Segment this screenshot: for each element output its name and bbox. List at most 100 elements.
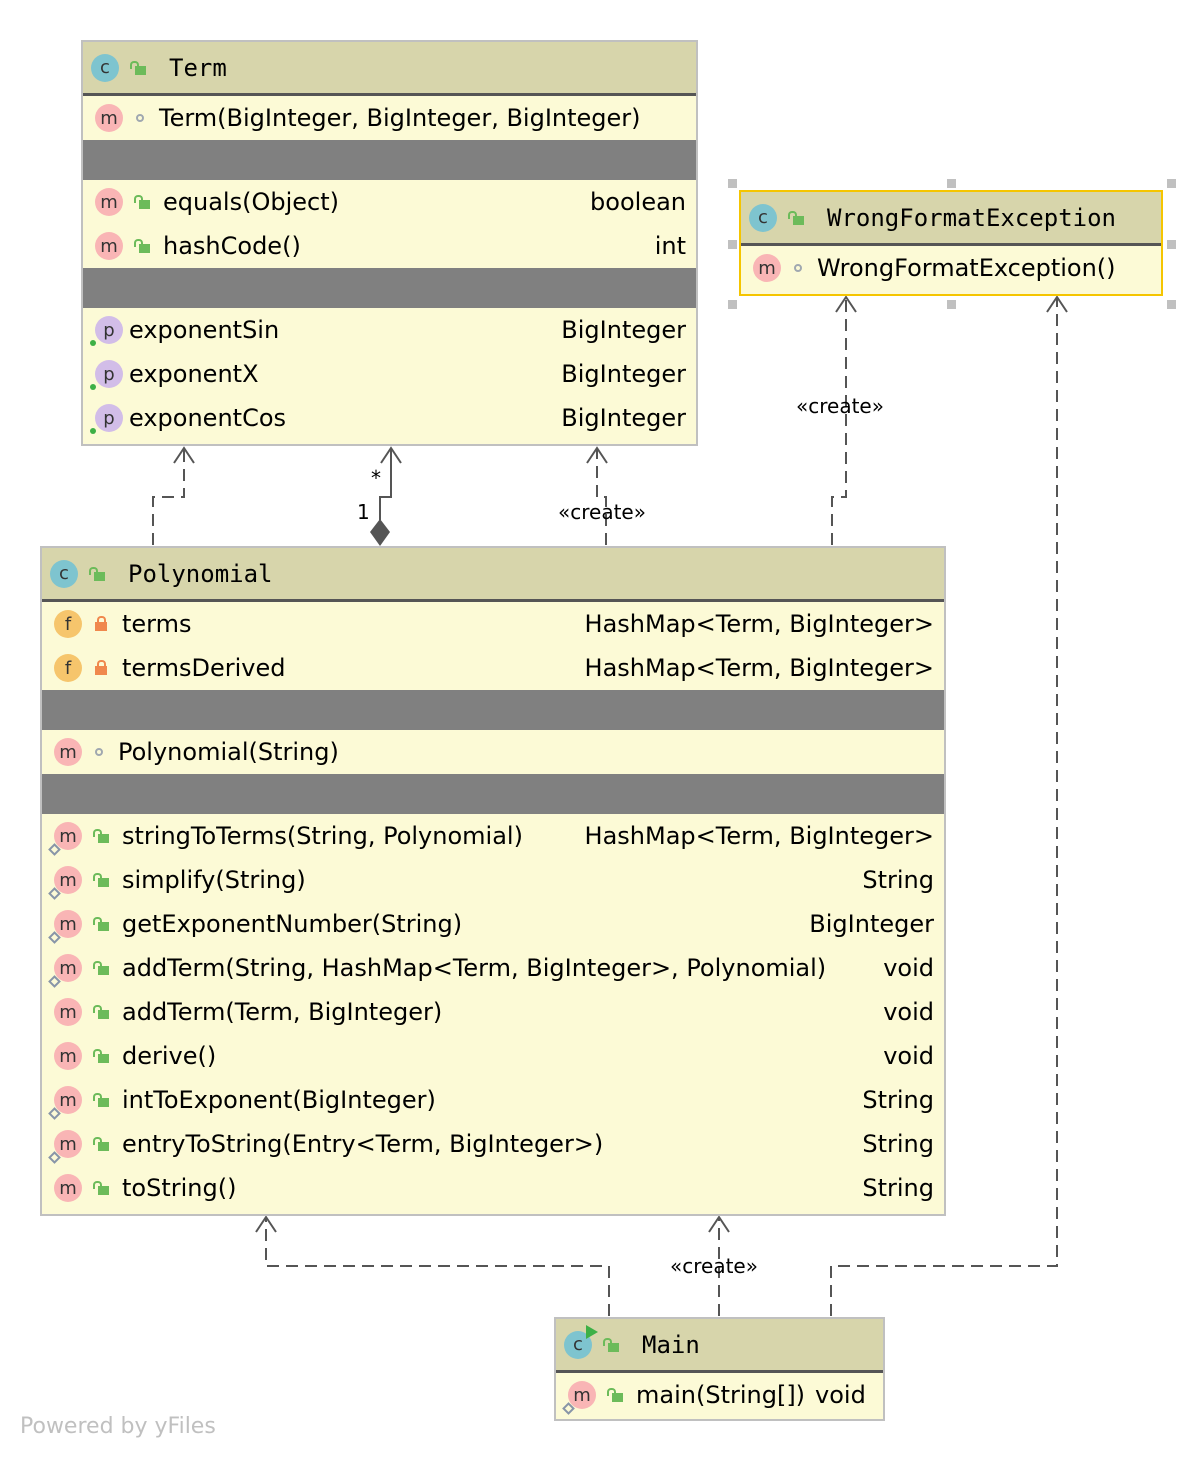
property-row[interactable]: p exponentX BigInteger xyxy=(83,352,696,396)
member-name: derive() xyxy=(122,1042,217,1070)
class-polynomial[interactable]: c Polynomial f terms HashMap<Term, BigIn… xyxy=(40,546,946,1216)
class-term[interactable]: c Term m Term(BigInteger, BigInteger, Bi… xyxy=(81,40,698,446)
method-list: m stringToTerms(String, Polynomial) HashMa… xyxy=(42,814,944,1210)
target-multiplicity: * xyxy=(371,466,381,490)
class-wrong-format-exception[interactable]: c WrongFormatException m WrongFormatExce… xyxy=(739,190,1163,296)
public-icon xyxy=(92,1003,110,1021)
member-name: terms xyxy=(122,610,192,638)
section-separator xyxy=(83,268,696,308)
member-name: toString() xyxy=(122,1174,237,1202)
resize-handle[interactable] xyxy=(728,179,737,188)
public-icon xyxy=(133,237,151,255)
member-name: addTerm(String, HashMap<Term, BigInteger… xyxy=(122,954,827,982)
field-row[interactable]: f terms HashMap<Term, BigInteger> xyxy=(42,602,944,646)
method-icon: m xyxy=(54,1174,82,1202)
resize-handle[interactable] xyxy=(728,300,737,309)
resize-handle[interactable] xyxy=(1167,179,1176,188)
member-name: entryToString(Entry<Term, BigInteger>) xyxy=(122,1130,604,1158)
member-name: exponentSin xyxy=(129,316,280,344)
member-name: termsDerived xyxy=(122,654,286,682)
property-row[interactable]: p exponentSin BigInteger xyxy=(83,308,696,352)
static-method-icon: m xyxy=(562,1381,596,1415)
method-row[interactable]: m stringToTerms(String, Polynomial) HashMa… xyxy=(42,814,944,858)
class-header[interactable]: c WrongFormatException xyxy=(741,192,1161,246)
class-name: Main xyxy=(642,1330,700,1359)
member-type: boolean xyxy=(590,188,686,216)
powered-by-footer: Powered by yFiles xyxy=(20,1414,216,1439)
constructor-row[interactable]: m Term(BigInteger, BigInteger, BigIntege… xyxy=(83,96,696,140)
method-row[interactable]: m main(String[]) void xyxy=(556,1373,883,1417)
class-run-icon: c xyxy=(564,1324,598,1359)
class-name: Polynomial xyxy=(128,559,273,588)
edge-main-wfe-dependency xyxy=(830,298,1058,1316)
member-type: String xyxy=(862,1130,934,1158)
section-separator xyxy=(83,140,696,180)
member-name: addTerm(Term, BigInteger) xyxy=(122,998,443,1026)
public-icon xyxy=(92,915,110,933)
method-row[interactable]: m hashCode() int xyxy=(83,224,696,268)
member-name: equals(Object) xyxy=(163,188,339,216)
property-row[interactable]: p exponentCos BigInteger xyxy=(83,396,696,440)
member-type: HashMap<Term, BigInteger> xyxy=(584,654,934,682)
edge-main-polynomial-dependency xyxy=(265,1218,610,1316)
resize-handle[interactable] xyxy=(947,179,956,188)
package-private-icon xyxy=(793,259,803,277)
edge-label-create: «create» xyxy=(558,500,646,524)
member-type: BigInteger xyxy=(561,360,686,388)
public-icon xyxy=(92,1179,110,1197)
static-method-icon: m xyxy=(48,1130,82,1164)
method-row[interactable]: m entryToString(Entry<Term, BigInteger>) S… xyxy=(42,1122,944,1166)
arrowhead xyxy=(255,1215,277,1233)
method-icon: m xyxy=(753,254,781,282)
resize-handle[interactable] xyxy=(947,300,956,309)
method-icon: m xyxy=(54,738,82,766)
member-name: stringToTerms(String, Polynomial) xyxy=(122,822,523,850)
public-icon xyxy=(92,1091,110,1109)
property-icon: p xyxy=(90,360,123,390)
member-type: BigInteger xyxy=(561,404,686,432)
constructor-row[interactable]: m Polynomial(String) xyxy=(42,730,944,774)
member-name: exponentCos xyxy=(129,404,287,432)
member-name: main(String[]) xyxy=(636,1381,806,1409)
class-name: Term xyxy=(169,53,227,82)
private-icon xyxy=(92,615,110,633)
member-type: HashMap<Term, BigInteger> xyxy=(584,610,934,638)
member-type: HashMap<Term, BigInteger> xyxy=(584,822,934,850)
resize-handle[interactable] xyxy=(728,240,737,249)
public-icon xyxy=(602,1336,620,1354)
resize-handle[interactable] xyxy=(1167,300,1176,309)
static-method-icon: m xyxy=(48,1086,82,1120)
source-multiplicity: 1 xyxy=(357,500,370,524)
public-icon xyxy=(88,565,106,583)
resize-handle[interactable] xyxy=(1167,240,1176,249)
member-type: void xyxy=(815,1381,866,1409)
class-header[interactable]: c Term xyxy=(83,42,696,96)
member-type: BigInteger xyxy=(809,910,934,938)
method-icon: m xyxy=(54,1042,82,1070)
method-row[interactable]: m addTerm(String, HashMap<Term, BigIntege… xyxy=(42,946,944,990)
constructor-row[interactable]: m WrongFormatException() xyxy=(741,246,1161,290)
class-header[interactable]: c Polynomial xyxy=(42,548,944,602)
member-name: exponentX xyxy=(129,360,259,388)
member-type: String xyxy=(862,866,934,894)
class-main[interactable]: c Main m main(String[]) void xyxy=(554,1317,885,1421)
public-icon xyxy=(92,1135,110,1153)
static-method-icon: m xyxy=(48,954,82,988)
member-name: simplify(String) xyxy=(122,866,306,894)
static-method-icon: m xyxy=(48,910,82,944)
field-row[interactable]: f termsDerived HashMap<Term, BigInteger> xyxy=(42,646,944,690)
method-icon: m xyxy=(95,232,123,260)
public-icon xyxy=(92,871,110,889)
method-row[interactable]: m equals(Object) boolean xyxy=(83,180,696,224)
arrowhead xyxy=(708,1215,730,1233)
static-method-icon: m xyxy=(48,822,82,856)
member-type: String xyxy=(862,1086,934,1114)
class-header[interactable]: c Main xyxy=(556,1319,883,1373)
private-icon xyxy=(92,659,110,677)
